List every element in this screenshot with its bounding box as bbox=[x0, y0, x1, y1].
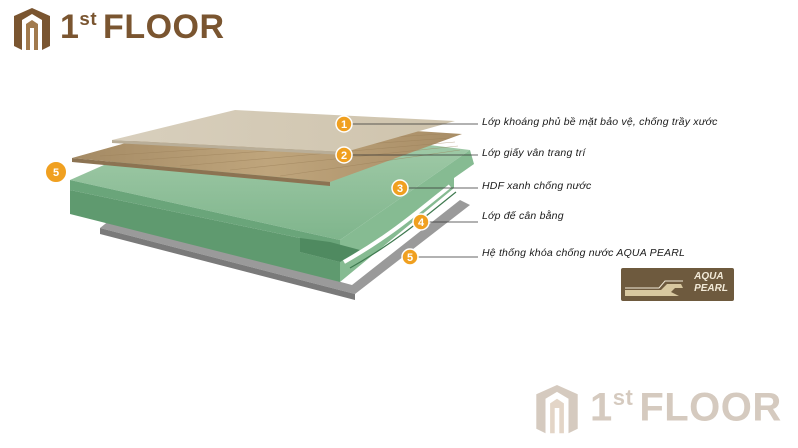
svg-text:3: 3 bbox=[397, 183, 403, 195]
layer-label-5: Hệ thống khóa chống nước AQUA PEARL bbox=[482, 247, 686, 259]
layer-label-4: Lớp đế cân bằng bbox=[482, 210, 564, 222]
badge-1: 1 bbox=[335, 115, 353, 133]
layer-label-2: Lớp giấy vân trang trí bbox=[482, 147, 586, 159]
brand-emblem-watermark-icon bbox=[536, 385, 578, 434]
brand-emblem-icon bbox=[14, 8, 50, 50]
badge-5: 5 bbox=[401, 248, 419, 266]
svg-text:1: 1 bbox=[341, 119, 347, 131]
svg-text:2: 2 bbox=[341, 150, 347, 162]
svg-text:5: 5 bbox=[407, 252, 413, 264]
badge-2: 2 bbox=[335, 146, 353, 164]
side-badge-5: 5 bbox=[44, 160, 68, 184]
aqua-pearl-badge: AQUA PEARL bbox=[621, 268, 734, 301]
svg-text:4: 4 bbox=[418, 217, 425, 229]
layer-label-3: HDF xanh chống nước bbox=[482, 180, 592, 192]
layer-label-1: Lớp khoáng phủ bề mặt bảo vệ, chống trầy… bbox=[482, 116, 718, 128]
overlay-layer bbox=[112, 110, 455, 155]
badge-4: 4 bbox=[412, 213, 430, 231]
svg-text:5: 5 bbox=[53, 167, 59, 179]
click-lock-profile-icon bbox=[625, 280, 683, 296]
aqua-pearl-text: AQUA PEARL bbox=[694, 271, 728, 294]
leader-lines bbox=[347, 123, 478, 258]
badge-3: 3 bbox=[391, 179, 409, 197]
backing-layer bbox=[100, 200, 470, 300]
